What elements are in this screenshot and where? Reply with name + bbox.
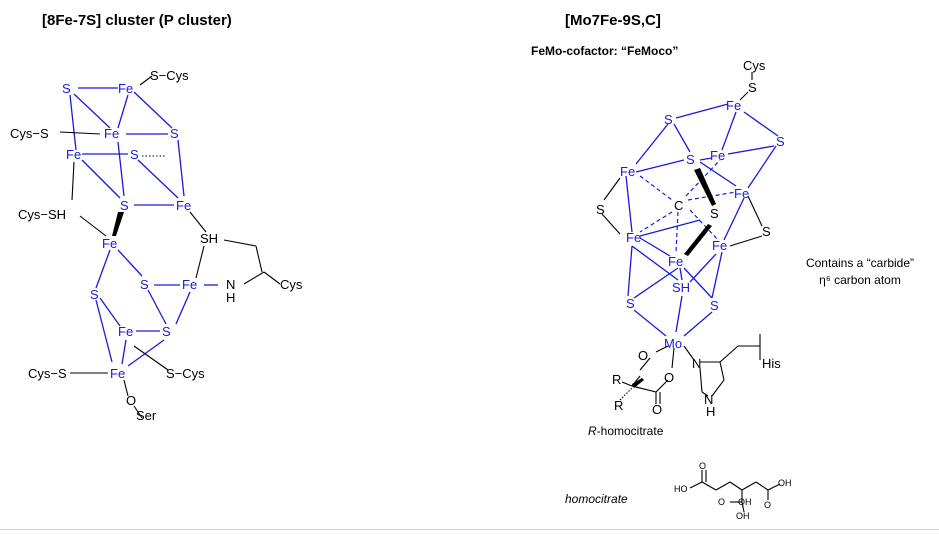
p-cluster-structure: S Fe S−Cys Cys−S Fe S Fe S Cys−SH S Fe S… [10,68,303,423]
o-atom: O [764,500,771,510]
mo-atom: Mo [664,336,682,351]
s-atom: S [596,202,605,217]
carbide-note-line2: η⁶ carbon atom [819,273,901,287]
fe-atom: Fe [734,186,749,201]
fe-atom: Fe [668,254,683,269]
cys-sh-label: Cys−SH [18,207,66,222]
s-atom: S [686,152,695,167]
o-atom: O [718,497,725,507]
ho-label: HO [674,484,688,494]
fe-atom: Fe [176,198,191,213]
s-atom: S [776,134,785,149]
cys-label: Cys [280,277,303,292]
fe-atom: Fe [104,126,119,141]
femoco-subtitle: FeMo-cofactor: “FeMoco” [531,44,679,58]
s-atom: S [710,206,719,221]
carbide-note-line1: Contains a “carbide” [805,256,915,270]
r-homocitrate-label: R-homocitrate [588,424,663,438]
cys-s-label: Cys−S [28,366,67,381]
s-cys-label: S−Cys [166,366,205,381]
o-atom: O [652,402,662,417]
o-atom: O [126,393,136,408]
r-homocitrate-suffix: -homocitrate [596,424,664,438]
r-group: R [614,398,623,413]
homocitrate-structure: HO O OH O O OH OH [674,461,792,521]
r-group: R [612,372,621,387]
homocitrate-label: homocitrate [565,492,628,506]
nh-atom: N [704,392,713,407]
fe-atom: Fe [110,366,125,381]
femoco-structure: Cys S Fe S S S Fe Fe Fe S C S Fe Fe S Fe… [596,58,785,419]
s-atom: S [90,287,99,302]
fe-atom: Fe [66,147,81,162]
fe-atom: Fe [118,81,133,96]
fe-atom: Fe [118,324,133,339]
carbide-note: Contains a “carbide” η⁶ carbon atom [790,255,930,289]
fe-atom: Fe [712,238,727,253]
fe-atom: Fe [626,230,641,245]
h-atom: H [226,290,235,305]
s-atom: S [140,277,149,292]
femoco-title: [Mo7Fe-9S,C] [565,12,661,29]
sh-label: SH [200,231,218,246]
oh-label: OH [738,497,752,507]
o-atom: O [638,348,648,363]
cys-label: Cys [743,58,766,73]
fe-atom: Fe [182,277,197,292]
p-cluster-title: [8Fe-7S] cluster (P cluster) [42,12,232,29]
s-atom: S [626,296,635,311]
fe-atom: Fe [710,148,725,163]
s-atom: S [710,298,719,313]
cys-s-label: Cys−S [10,126,49,141]
fe-atom: Fe [726,98,741,113]
s-atom: S [130,147,139,162]
fe-atom: Fe [102,236,117,251]
o-atom: O [699,461,706,471]
s-atom: S [162,324,171,339]
his-label: His [762,356,781,371]
footer-divider [0,529,939,530]
s-atom: S [762,224,771,239]
n-atom: N [692,356,701,371]
o-atom: O [664,370,674,385]
s-atom: S [170,126,179,141]
carbide-c-atom: C [674,198,683,213]
s-atom: S [62,81,71,96]
h-atom: H [706,404,715,419]
oh-label: OH [736,511,750,521]
s-atom: S [748,80,757,95]
s-cys-label: S−Cys [150,68,189,83]
r-homocitrate-prefix: R [588,424,597,438]
n-atom: N [226,277,235,292]
s-atom: S [664,112,673,127]
fe-atom: Fe [620,164,635,179]
sh-label: SH [672,280,690,295]
s-atom: S [120,198,129,213]
ser-label: Ser [136,408,157,423]
oh-label: OH [778,478,792,488]
